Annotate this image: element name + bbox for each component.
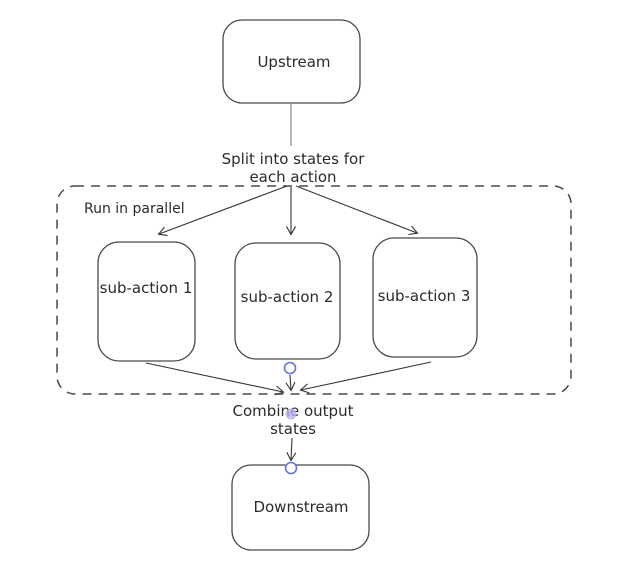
upstream-label: Upstream xyxy=(257,53,330,71)
connection-endpoint-circle-downstream xyxy=(284,461,298,475)
node-downstream: Downstream xyxy=(231,464,370,551)
sub-action-2-box xyxy=(234,242,341,360)
edge-combine-to-downstream xyxy=(286,437,297,462)
sub-action-1-box xyxy=(97,241,196,362)
edge-sub2-to-combine xyxy=(285,374,296,392)
split-label-line1: Split into states for xyxy=(222,150,366,168)
node-sub-action-3: sub-action 3 xyxy=(372,237,478,358)
edge-split-to-sub3 xyxy=(295,185,419,236)
edge-split-to-sub1 xyxy=(157,185,288,237)
sub-action-1-label: sub-action 1 xyxy=(100,279,193,297)
edge-sub3-to-combine xyxy=(299,361,432,394)
sub-action-2-label: sub-action 2 xyxy=(241,288,334,306)
sub-action-3-label: sub-action 3 xyxy=(378,287,471,305)
node-sub-action-2: sub-action 2 xyxy=(234,242,341,360)
edge-sub1-to-combine xyxy=(145,362,285,396)
upstream-box xyxy=(222,19,361,104)
connection-endpoint-circle-sub2 xyxy=(283,361,297,375)
node-sub-action-1: sub-action 1 xyxy=(97,241,196,362)
parallel-group-label: Run in parallel xyxy=(84,201,185,217)
parallel-group-container xyxy=(56,185,572,395)
downstream-label: Downstream xyxy=(253,498,348,516)
downstream-box xyxy=(231,464,370,551)
combine-label-line2: states xyxy=(270,420,316,438)
sub-action-3-box xyxy=(372,237,478,358)
split-label-line2: each action xyxy=(249,168,336,186)
binding-dot xyxy=(285,408,297,420)
node-upstream: Upstream xyxy=(222,19,361,104)
